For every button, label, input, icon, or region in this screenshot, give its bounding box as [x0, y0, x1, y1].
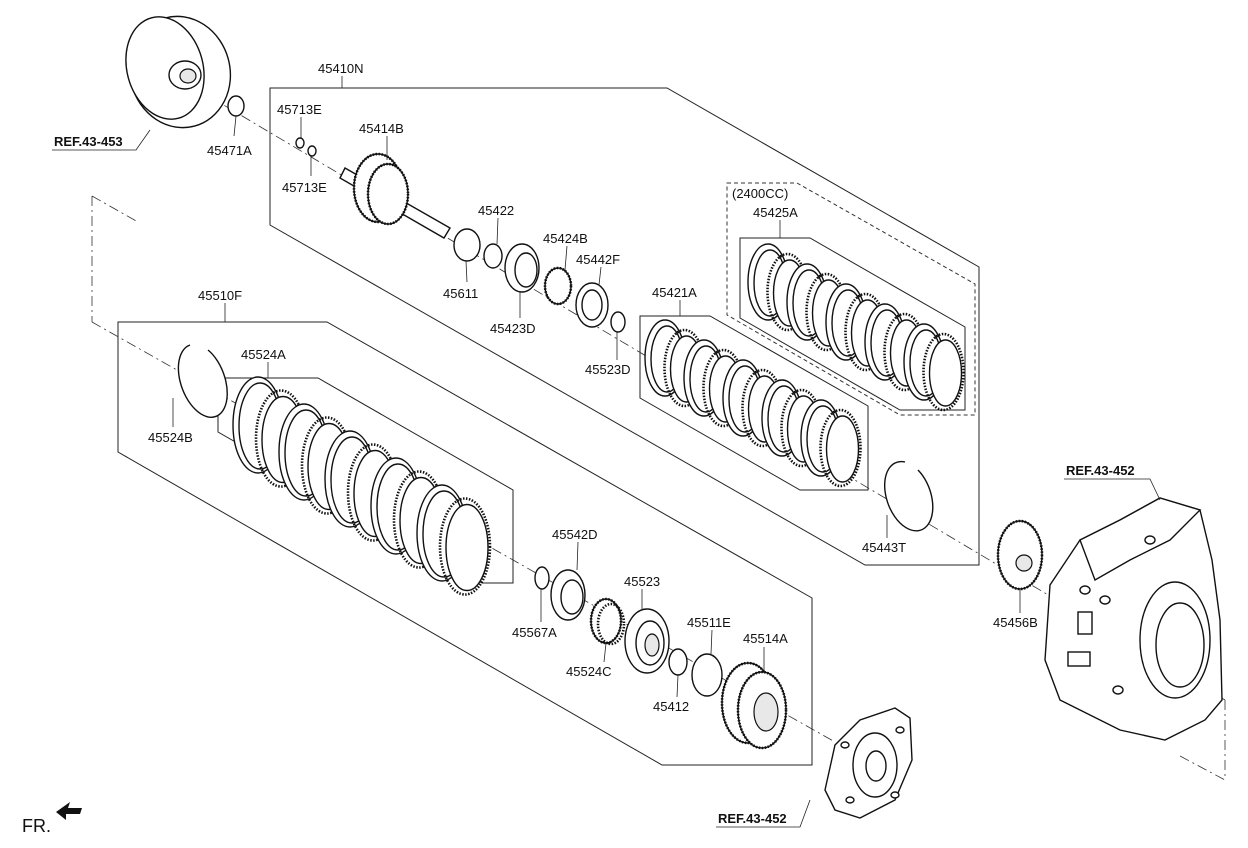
assembly-outline-45510F — [117, 321, 813, 766]
label-45511E: 45511E — [687, 615, 731, 630]
seal-45713E-lower — [307, 145, 317, 157]
plate-45442F — [575, 282, 609, 328]
gear-45456B — [996, 519, 1044, 591]
pack-outline-45421A — [639, 315, 869, 491]
label-45425A: 45425A — [753, 205, 798, 220]
piston-45423D — [504, 243, 540, 293]
label-45524B: 45524B — [148, 430, 193, 445]
label-45514A: 45514A — [743, 631, 788, 646]
label-45524C: 45524C — [566, 664, 612, 679]
case-axis-bottom-centerline — [1179, 755, 1226, 781]
label-45611: 45611 — [443, 286, 478, 301]
label-45523D: 45523D — [585, 362, 631, 377]
label-45410N: 45410N — [318, 61, 364, 76]
ref-rear-cover: REF.43-452 — [718, 811, 787, 826]
label-45412: 45412 — [653, 699, 689, 714]
hub-45524C — [589, 597, 626, 646]
clutch-plate-45421A-10 — [819, 408, 862, 488]
ring-45471A — [227, 95, 245, 117]
label-45421A: 45421A — [652, 285, 697, 300]
label-45713E-upper: 45713E — [277, 102, 322, 117]
clutch-pack-45421A — [644, 319, 862, 488]
lower-axis-top-centerline — [91, 195, 139, 223]
ref-torque-converter: REF.43-453 — [54, 134, 123, 149]
piston-45542D — [550, 569, 586, 621]
label-45471A: 45471A — [207, 143, 252, 158]
ring-45511E — [691, 653, 723, 697]
front-direction-label: FR. — [22, 816, 51, 836]
label-45456B: 45456B — [993, 615, 1038, 630]
label-45523: 45523 — [624, 574, 660, 589]
clutch-plate-inner-45421A-10 — [825, 415, 860, 483]
retainer-45523 — [624, 608, 670, 674]
torque-converter-part — [125, 15, 232, 129]
clutch-plate-45425A-10 — [922, 332, 965, 412]
clutch-plate-45524A-10 — [438, 497, 492, 596]
drum-45514A — [720, 661, 788, 750]
clutch-plate-inner-45425A-10 — [928, 339, 963, 407]
clutch-pack-45524A — [232, 376, 492, 596]
rear-cover-part — [824, 707, 913, 819]
ring-45523D — [610, 311, 626, 333]
bearing-45424B — [543, 266, 573, 306]
ring-45611 — [453, 228, 481, 262]
label-45414B: 45414B — [359, 121, 404, 136]
pack-outline-45524A — [217, 377, 514, 584]
clutch-pack-45425A — [747, 243, 965, 412]
ring-45412 — [668, 648, 688, 676]
label-45424B: 45424B — [543, 231, 588, 246]
snap-ring-45524B — [177, 344, 228, 418]
ring-45567A — [534, 566, 550, 590]
label-45542D: 45542D — [552, 527, 598, 542]
label-45713E-lower: 45713E — [282, 180, 327, 195]
ref-transaxle-case: REF.43-452 — [1066, 463, 1135, 478]
ring-45422 — [483, 243, 503, 269]
label-45567A: 45567A — [512, 625, 557, 640]
assembly-outline-45410N — [269, 87, 980, 566]
label-variant-2400cc: (2400CC) — [732, 186, 788, 201]
label-45443T: 45443T — [862, 540, 906, 555]
label-45442F: 45442F — [576, 252, 620, 267]
seal-45713E-upper — [295, 137, 305, 149]
label-45510F: 45510F — [198, 288, 242, 303]
snap-ring-45443T — [884, 460, 934, 532]
clutch-plate-inner-45524A-10 — [445, 503, 489, 592]
label-45524A: 45524A — [241, 347, 286, 362]
label-45422: 45422 — [478, 203, 514, 218]
variant-outline-2400cc — [726, 182, 976, 416]
leader-lines — [52, 76, 1161, 828]
front-arrow-icon — [56, 802, 82, 820]
label-45423D: 45423D — [490, 321, 536, 336]
pack-outline-45425A — [739, 237, 966, 411]
transaxle-case-part — [1044, 497, 1223, 741]
shaft-45414B — [339, 152, 451, 239]
